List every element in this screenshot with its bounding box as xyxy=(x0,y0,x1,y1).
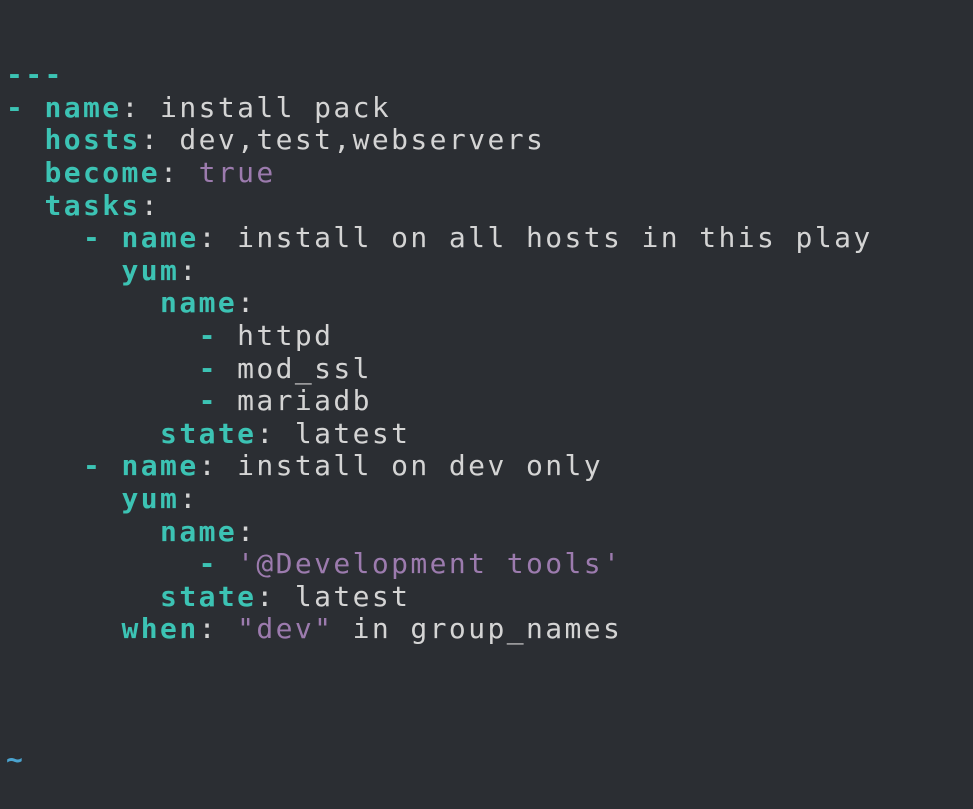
code-token-text: : xyxy=(237,514,257,548)
code-line xyxy=(6,646,973,679)
code-token-key: name xyxy=(6,286,238,320)
code-token-str: "dev" xyxy=(237,612,334,646)
code-token-str: '@Development tools' xyxy=(237,547,623,581)
code-token-key: state xyxy=(6,416,257,450)
code-token-key: - name xyxy=(6,90,122,124)
empty-buffer-line-marker: ~ xyxy=(6,742,26,776)
code-token-key: --- xyxy=(6,58,64,92)
code-token-text: : xyxy=(160,155,199,189)
code-line: state: latest xyxy=(6,579,973,614)
code-line: hosts: dev,test,webservers xyxy=(6,124,973,157)
code-token-key: - xyxy=(6,547,238,581)
code-token-key: name xyxy=(6,514,238,548)
code-token-str: true xyxy=(198,155,276,189)
code-token-text: : install on all hosts in this play xyxy=(198,221,873,255)
code-token-text: : xyxy=(179,481,199,515)
code-token-text: : xyxy=(198,612,238,646)
code-token-text: : install pack xyxy=(121,90,392,124)
code-token-key: - name xyxy=(6,221,199,255)
code-token-key: tasks xyxy=(6,188,141,222)
code-line: state: latest xyxy=(6,416,973,451)
code-line: yum: xyxy=(6,481,973,516)
code-token-text: : xyxy=(237,286,257,320)
code-line: when: "dev" in group_names xyxy=(6,612,973,646)
code-token-text: in group_names xyxy=(333,612,623,646)
code-token-text: : install on dev only xyxy=(198,449,603,483)
code-token-key: state xyxy=(6,579,257,613)
code-lines: ---- name: install pack hosts: dev,test,… xyxy=(6,58,973,679)
code-line: - mod_ssl xyxy=(6,351,973,386)
code-line: - name: install on dev only xyxy=(6,450,973,483)
code-line: - name: install pack xyxy=(6,90,973,125)
code-token-key: hosts xyxy=(6,123,141,157)
code-line: become: true xyxy=(6,155,973,190)
code-token-key: when xyxy=(6,612,199,646)
code-token-text: : dev,test,webservers xyxy=(140,123,546,157)
code-line: --- xyxy=(6,58,973,92)
code-token-text: : latest xyxy=(256,579,411,613)
code-line: tasks: xyxy=(6,188,973,223)
code-token-key: - xyxy=(6,351,238,385)
code-line: name: xyxy=(6,514,973,549)
code-line: - name: install on all hosts in this pla… xyxy=(6,221,973,255)
code-token-key: yum xyxy=(6,253,180,287)
code-token-text: : xyxy=(140,188,161,222)
code-line: yum: xyxy=(6,253,973,288)
code-token-text: mariadb xyxy=(237,384,372,418)
code-line: name: xyxy=(6,287,973,320)
code-token-text: : xyxy=(179,253,199,287)
code-token-key: - xyxy=(6,384,238,418)
code-token-text: mod_ssl xyxy=(237,351,372,385)
code-token-key: become xyxy=(6,155,161,189)
code-token-key: - xyxy=(6,318,238,352)
code-line: - '@Development tools' xyxy=(6,547,973,581)
code-token-text: : latest xyxy=(256,416,411,450)
code-token-key: yum xyxy=(6,481,180,515)
code-line: - httpd xyxy=(6,318,973,353)
code-token-text: httpd xyxy=(237,318,334,352)
code-line: - mariadb xyxy=(6,384,973,418)
code-token-key: - name xyxy=(6,449,199,483)
